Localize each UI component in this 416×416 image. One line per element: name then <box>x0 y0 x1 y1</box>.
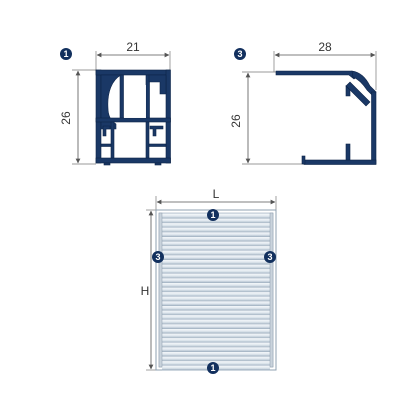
screen-marker-top: 1 <box>207 209 219 221</box>
screen-group: L H 1 <box>141 187 277 374</box>
screen-slat <box>162 283 270 287</box>
screen-slat <box>162 356 270 361</box>
profile-3-group: 3 28 26 <box>229 40 377 165</box>
screen-height-label: H <box>141 284 150 298</box>
screen-slat <box>162 227 270 232</box>
screen-marker-left: 3 <box>152 251 164 263</box>
profile-1-height-dimension: 26 <box>59 69 96 165</box>
screen-slat <box>162 278 270 283</box>
screen-slat <box>162 264 270 269</box>
profile-1-width-dimension: 21 <box>95 40 171 71</box>
profile-3-width-label: 28 <box>318 40 332 54</box>
screen-width-dimension: L <box>155 187 277 210</box>
screen-slat <box>162 292 270 297</box>
screen-marker-top-label: 1 <box>210 210 215 220</box>
profile-1-height-label: 26 <box>59 111 73 125</box>
screen-slat <box>162 269 270 274</box>
screen-marker-right: 3 <box>264 251 276 263</box>
screen-slat <box>162 250 270 255</box>
screen-slat <box>162 287 270 292</box>
screen-slat <box>162 246 270 251</box>
profile-1-shape <box>95 69 171 166</box>
screen-height-dimension: H <box>141 209 156 371</box>
profile-1-group: 1 21 26 <box>59 40 171 166</box>
screen-slat <box>162 237 270 241</box>
screen-marker-left-label: 3 <box>155 252 160 262</box>
profile-3-marker: 3 <box>234 48 246 60</box>
screen-slat <box>162 296 270 301</box>
profile-3-height-label: 26 <box>229 114 243 128</box>
screen-slat <box>162 342 270 347</box>
screen-slat <box>162 241 270 246</box>
profile-1-marker-label: 1 <box>63 49 68 59</box>
profile-1-inner-accents <box>124 85 146 118</box>
screen-side-rails <box>158 212 274 368</box>
screen-slat <box>162 232 270 237</box>
screen-slat <box>162 260 270 264</box>
screen-slat <box>162 301 270 306</box>
screen-slat <box>162 218 270 223</box>
screen-slat <box>162 352 270 356</box>
screen-slat <box>162 315 270 320</box>
screen-slat <box>162 310 270 315</box>
screen-slat <box>162 329 270 333</box>
screen-slats <box>162 214 270 371</box>
profile-3-shape <box>275 70 377 165</box>
screen-marker-bottom-label: 1 <box>210 363 215 373</box>
profile-3-height-dimension: 26 <box>229 71 304 165</box>
screen-slat <box>162 255 270 260</box>
profile-3-width-dimension: 28 <box>273 40 377 90</box>
profile-1-width-label: 21 <box>126 40 140 54</box>
screen-slat <box>162 273 270 278</box>
screen-slat <box>162 347 270 352</box>
profile-1-marker: 1 <box>60 48 72 60</box>
profile-3-marker-label: 3 <box>237 49 242 59</box>
screen-marker-right-label: 3 <box>267 252 272 262</box>
screen-slat <box>162 319 270 324</box>
screen-slat <box>162 306 270 310</box>
screen-width-label: L <box>213 187 220 201</box>
screen-slat <box>162 223 270 228</box>
screen-marker-bottom: 1 <box>207 362 219 374</box>
screen-slat <box>162 333 270 338</box>
screen-slat <box>162 338 270 343</box>
screen-slat <box>162 324 270 329</box>
